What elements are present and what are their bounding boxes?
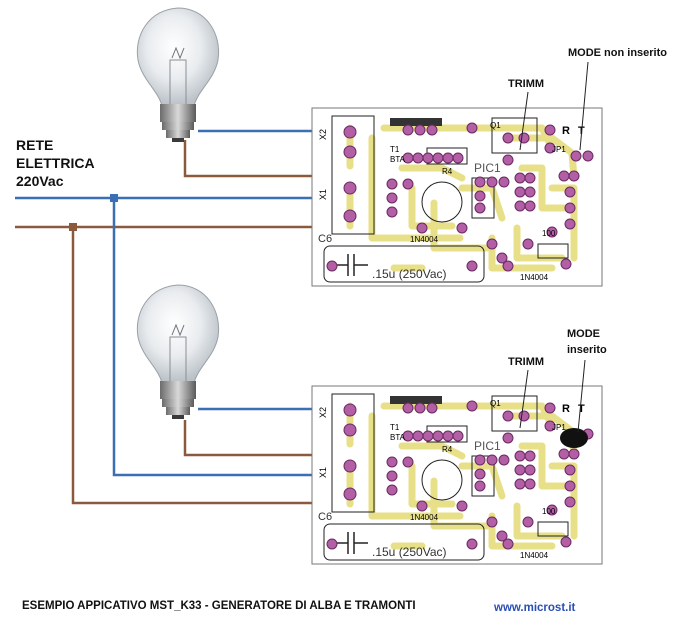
svg-text:T: T (578, 403, 585, 415)
svg-text:R: R (562, 403, 570, 415)
rete-label: RETE (16, 137, 54, 153)
svg-text:X1: X1 (318, 189, 328, 200)
svg-text:100: 100 (542, 229, 556, 238)
svg-text:JP1: JP1 (552, 423, 566, 432)
pcb-board-bottom: X2 X1 T1 BTA PIC1 Q1 R4 C6 .15u (250Vac)… (312, 386, 602, 564)
wire-lamp1-return (183, 140, 312, 178)
svg-text:BTA: BTA (390, 155, 406, 164)
website-link[interactable]: www.microst.it (494, 602, 576, 614)
mode-inserted-label-1: MODE (567, 328, 600, 340)
svg-text:1N4004: 1N4004 (520, 551, 549, 560)
mode-not-inserted-label: MODE non inserito (568, 47, 667, 59)
mode-inserted-label-2: inserito (567, 344, 607, 356)
voltage-label: 220Vac (16, 173, 64, 189)
trimm-label-bottom: TRIMM (508, 356, 545, 368)
svg-text:BTA: BTA (390, 433, 406, 442)
svg-text:C6: C6 (318, 233, 332, 245)
pointer-trimm-top (519, 91, 529, 151)
svg-text:Q1: Q1 (490, 399, 501, 408)
junction-blue (110, 194, 118, 202)
elettrica-label: ELETTRICA (16, 155, 95, 171)
junction-brown (69, 223, 77, 231)
svg-text:1N4004: 1N4004 (410, 513, 439, 522)
light-bulb-icon (136, 284, 220, 419)
svg-text:T1: T1 (390, 145, 400, 154)
wire-lamp2-return (183, 420, 312, 457)
svg-text:R4: R4 (442, 445, 453, 454)
svg-text:X2: X2 (318, 129, 328, 140)
svg-text:Q1: Q1 (490, 121, 501, 130)
pointer-trimm-bottom (519, 369, 529, 429)
mains-brown-branch (71, 227, 312, 505)
svg-text:PIC1: PIC1 (474, 439, 501, 453)
mode-jumper-inserted (560, 428, 588, 448)
svg-text:JP1: JP1 (552, 145, 566, 154)
svg-text:.15u (250Vac): .15u (250Vac) (372, 267, 447, 281)
svg-text:C6: C6 (318, 511, 332, 523)
svg-text:R4: R4 (442, 167, 453, 176)
svg-text:100: 100 (542, 507, 556, 516)
svg-text:X2: X2 (318, 407, 328, 418)
svg-text:X1: X1 (318, 467, 328, 478)
mains-blue-branch (112, 198, 312, 477)
svg-text:PIC1: PIC1 (474, 161, 501, 175)
pointer-mode-top (579, 61, 589, 151)
svg-text:1N4004: 1N4004 (520, 273, 549, 282)
trimm-label-top: TRIMM (508, 78, 545, 90)
light-bulb-icon (136, 7, 220, 142)
svg-text:1N4004: 1N4004 (410, 235, 439, 244)
svg-text:.15u (250Vac): .15u (250Vac) (372, 545, 447, 559)
svg-text:R: R (562, 125, 570, 137)
pcb-board-top: X2 X1 T1 BTA PIC1 Q1 R4 C6 .15u (250Vac)… (312, 108, 602, 286)
figure-caption: ESEMPIO APPICATIVO MST_K33 - GENERATORE … (22, 600, 416, 612)
pointer-mode-bottom (577, 359, 586, 433)
svg-text:T1: T1 (390, 423, 400, 432)
